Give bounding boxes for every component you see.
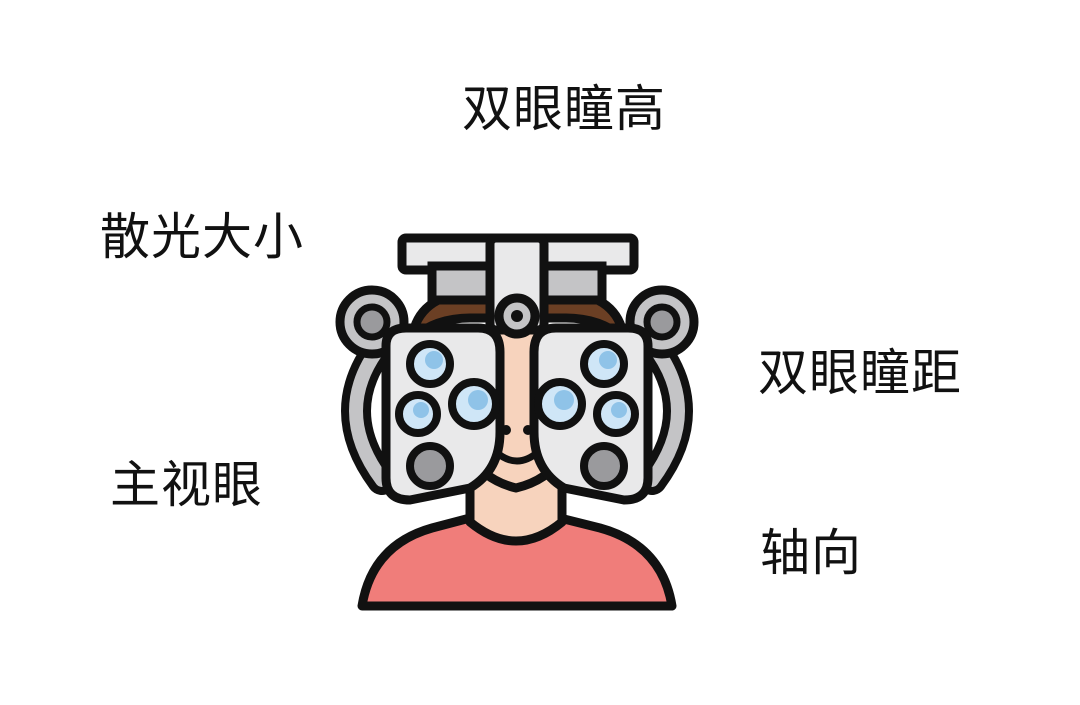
neck: [465, 465, 567, 546]
label-astigmatism-magnitude: 散光大小: [100, 208, 304, 266]
right-side-arc: [645, 337, 685, 487]
center-knob-dot: [511, 310, 523, 322]
left-knob-inner: [353, 303, 391, 341]
left-side-arc: [349, 337, 389, 487]
right-knob-inner: [643, 303, 681, 341]
label-dominant-eye: 主视眼: [110, 456, 263, 514]
right-lens-group: [534, 340, 639, 490]
left-lens-group: [395, 340, 500, 490]
label-binocular-pupil-height: 双眼瞳高: [462, 80, 666, 138]
phoropter-bracket-right: [535, 261, 607, 305]
label-axis: 轴向: [760, 524, 862, 582]
phoropter-bracket-left: [427, 261, 499, 305]
label-binocular-pupil-distance: 双眼瞳距: [758, 344, 962, 402]
